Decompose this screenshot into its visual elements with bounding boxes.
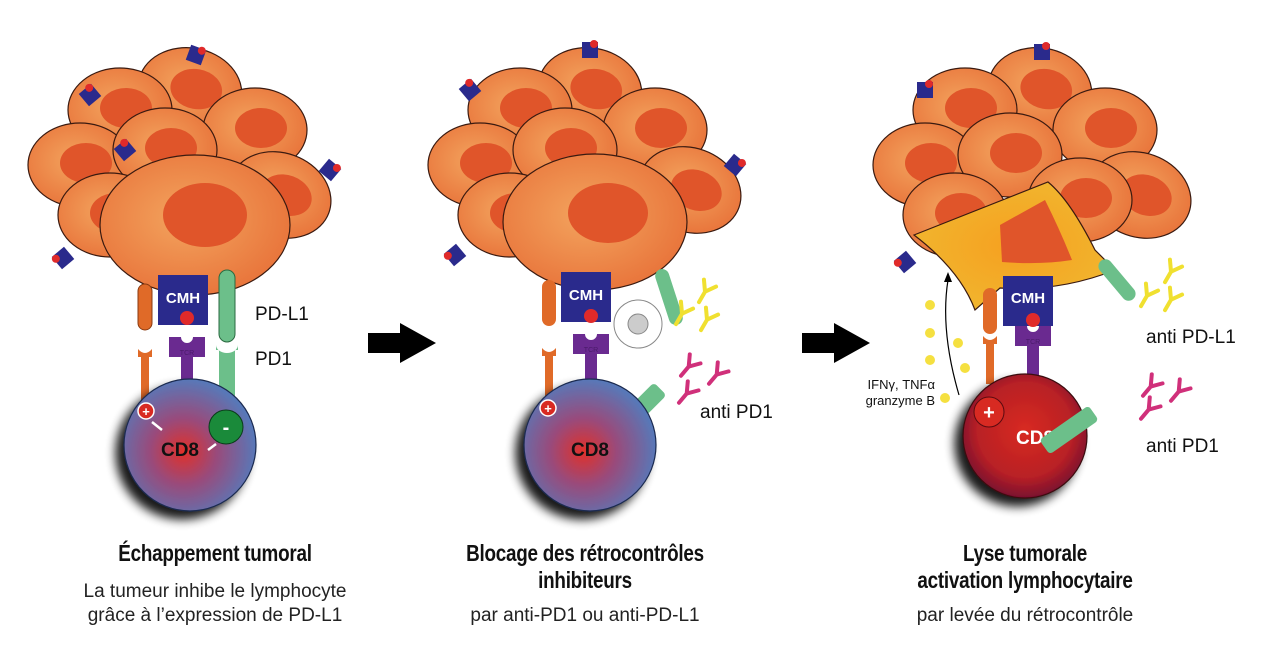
cytokines-label-2: granzyme B (866, 393, 935, 408)
pdl1-label: PD-L1 (255, 304, 309, 325)
tcr-receptor (573, 334, 609, 392)
pd1-label: PD1 (255, 349, 292, 370)
anti-pd1-antibodies-icon (1133, 372, 1193, 426)
tcr-receptor (1015, 326, 1051, 384)
cytokines-icon (925, 300, 970, 403)
cd8-label: CD8 (161, 440, 199, 461)
anti-pd1-antibodies-icon (671, 352, 731, 410)
costim-ligand (137, 283, 153, 331)
tcr-label: TCR (1026, 339, 1040, 346)
anti-pd1-label: anti PD1 (1146, 436, 1219, 457)
arrow-2-to-3-icon (802, 323, 870, 363)
panel-1-subtitle-line-2: grâce à l’expression de PD-L1 (87, 605, 343, 626)
panel-3-title-line-1: Lyse tumorale (963, 540, 1087, 566)
peptide (180, 311, 194, 325)
panel-3-title: Lyse tumorale activation lymphocytaire (890, 540, 1161, 594)
panel-lysis: CMH TCR anti PD-L1 + CD8 anti PD1 (866, 39, 1236, 499)
inhibition-signal (208, 409, 244, 445)
plus-sign: + (983, 402, 995, 424)
mhc-label: CMH (1011, 290, 1045, 307)
minus-sign: - (223, 417, 230, 439)
cytokines-label-1: IFNγ, TNFα (868, 377, 936, 392)
tcr-receptor (169, 337, 205, 395)
activation-signal (137, 402, 155, 420)
panel-blockade: CMH TCR anti PD1 CD8 + (427, 39, 773, 512)
tcr-label: TCR (584, 347, 598, 354)
anti-pdl1-label: anti PD-L1 (1146, 327, 1236, 348)
panel-1-subtitle-line-1: La tumeur inhibe le lymphocyte (83, 581, 347, 602)
panel-1-subtitle: La tumeur inhibe le lymphocyte grâce à l… (20, 580, 410, 628)
pdl1-receptor (655, 269, 683, 325)
arrow-1-to-2-icon (368, 323, 436, 363)
cd8-label: CD8 (571, 440, 609, 461)
panel-1-title: Échappement tumoral (118, 540, 312, 566)
pd1-receptor (1040, 406, 1098, 454)
cd8-tcell (523, 378, 657, 512)
pdl1-receptor (1098, 259, 1136, 301)
signal-arrow-icon (151, 421, 217, 451)
panel-3-subtitle: par levée du rétrocontrôle (916, 605, 1134, 626)
anti-pdl1-antibodies-icon (1132, 257, 1185, 316)
panel-escape: CMH TCR PD-L1 PD1 CD8 + - (27, 39, 344, 512)
plus-sign: + (142, 404, 150, 419)
pdl1-receptor (218, 269, 236, 343)
panel-3-title-line-2: activation lymphocytaire (917, 567, 1133, 593)
mhc-label: CMH (569, 287, 603, 304)
mhc-label: CMH (166, 290, 200, 307)
tumor-cluster (27, 39, 344, 296)
tcr-label: TCR (180, 350, 194, 357)
panel-2-title-line-2: inhibiteurs (538, 567, 632, 593)
costim-receptor (138, 349, 152, 402)
secretion-arrow-icon (945, 279, 960, 396)
plus-sign: + (544, 401, 552, 416)
panel-2-subtitle: par anti-PD1 ou anti-PD-L1 (470, 605, 700, 626)
panel-2-title: Blocage des rétrocontrôles inhibiteurs (450, 540, 721, 594)
panel-2-title-line-1: Blocage des rétrocontrôles (466, 540, 704, 566)
anti-pd1-label: anti PD1 (700, 402, 773, 423)
